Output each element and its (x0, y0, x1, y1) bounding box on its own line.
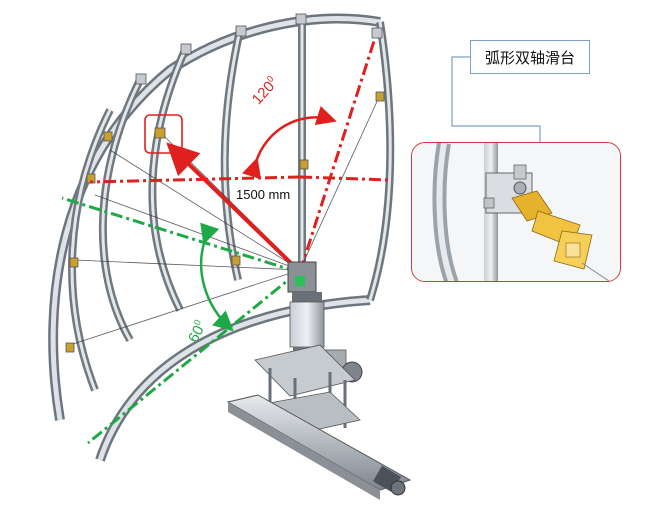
central-tower (226, 261, 412, 500)
distance-value: 1500 mm (236, 187, 291, 202)
red-axis-lines (89, 37, 391, 273)
arc-frame (48, 13, 395, 462)
probe-detail-inset (411, 142, 621, 282)
callout-label: 弧形双轴滑台 (470, 40, 590, 74)
distance-arrow (166, 142, 298, 270)
probe-detail-drawing (412, 143, 620, 281)
callout-leader (451, 56, 541, 158)
angle-60-arc (199, 222, 234, 332)
distance-label: 1500 mm (236, 187, 290, 202)
green-axis-lines (61, 196, 299, 445)
probe-highlight-box (144, 114, 183, 154)
angle-120-arc (241, 105, 337, 180)
